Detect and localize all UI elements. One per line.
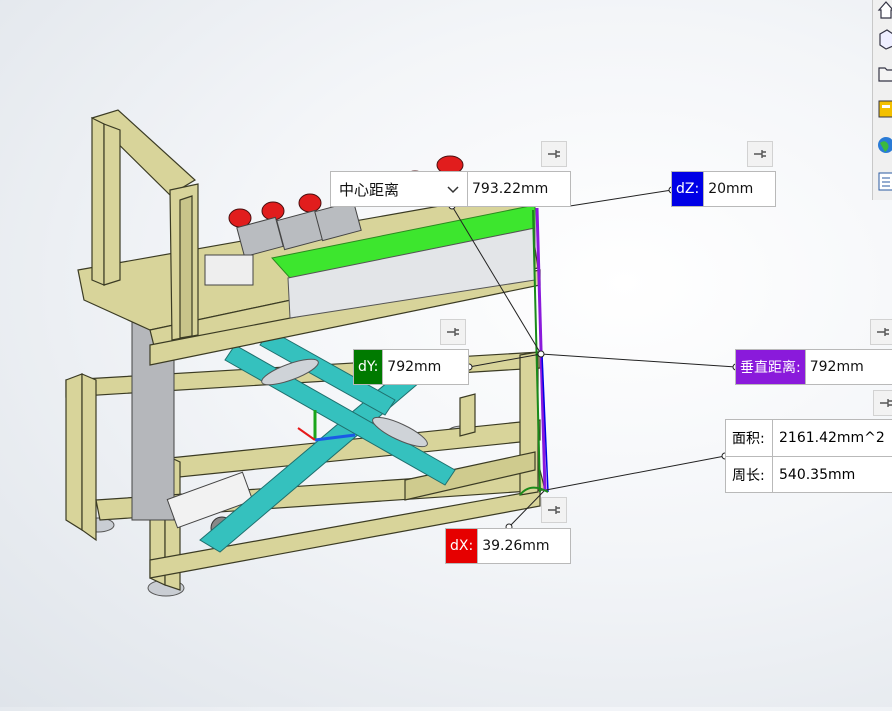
area-row: 面积: 2161.42mm^2 xyxy=(726,420,892,456)
box-view-icon[interactable] xyxy=(877,28,892,54)
pin-icon[interactable] xyxy=(747,141,773,167)
shaft xyxy=(166,471,254,529)
center-distance-value: 793.22mm xyxy=(467,172,553,206)
properties-list-icon[interactable] xyxy=(877,170,892,196)
measurement-lines xyxy=(451,189,737,528)
cylinder-rod xyxy=(372,416,428,448)
dx-label: dX: xyxy=(446,529,478,563)
pin-icon[interactable] xyxy=(541,497,567,523)
appearance-globe-icon[interactable] xyxy=(877,134,892,160)
pin-icon[interactable] xyxy=(870,319,892,345)
design-library-icon[interactable] xyxy=(877,98,892,124)
area-value: 2161.42mm^2 xyxy=(779,430,885,446)
folder-icon[interactable] xyxy=(877,62,892,88)
guard-frame xyxy=(90,109,199,341)
pin-icon[interactable] xyxy=(541,141,567,167)
dz-label: dZ: xyxy=(672,172,704,206)
home-icon[interactable] xyxy=(877,0,892,26)
dx-callout[interactable]: dX: 39.26mm xyxy=(445,528,571,564)
task-pane-toolbar xyxy=(872,0,892,200)
chevron-down-icon xyxy=(447,180,459,198)
area-perimeter-callout[interactable]: 面积: 2161.42mm^2 周长: 540.35mm xyxy=(725,419,892,493)
perimeter-label: 周长: xyxy=(726,457,773,493)
measure-mode-dropdown[interactable]: 中心距离 xyxy=(331,172,467,206)
dz-callout[interactable]: dZ: 20mm xyxy=(671,171,776,207)
dx-value: 39.26mm xyxy=(477,529,554,563)
pin-icon[interactable] xyxy=(873,390,892,416)
dy-label: dY: xyxy=(354,350,383,384)
cylinder-rod xyxy=(261,358,319,386)
dz-value: 20mm xyxy=(703,172,758,206)
vertical-distance-value: 792mm xyxy=(804,350,868,384)
vertical-distance-label: 垂直距离: xyxy=(736,350,805,384)
center-distance-callout[interactable]: 中心距离 793.22mm xyxy=(330,171,571,207)
coordinate-triad xyxy=(297,410,356,442)
dy-value: 792mm xyxy=(382,350,446,384)
motor-box xyxy=(204,254,254,286)
perimeter-row: 周长: 540.35mm xyxy=(726,456,892,493)
perimeter-value: 540.35mm xyxy=(779,467,856,483)
dy-callout[interactable]: dY: 792mm xyxy=(353,349,469,385)
area-label: 面积: xyxy=(726,420,773,456)
pin-icon[interactable] xyxy=(440,319,466,345)
vertical-distance-callout[interactable]: 垂直距离: 792mm xyxy=(735,349,892,385)
measure-mode-label: 中心距离 xyxy=(339,180,400,199)
